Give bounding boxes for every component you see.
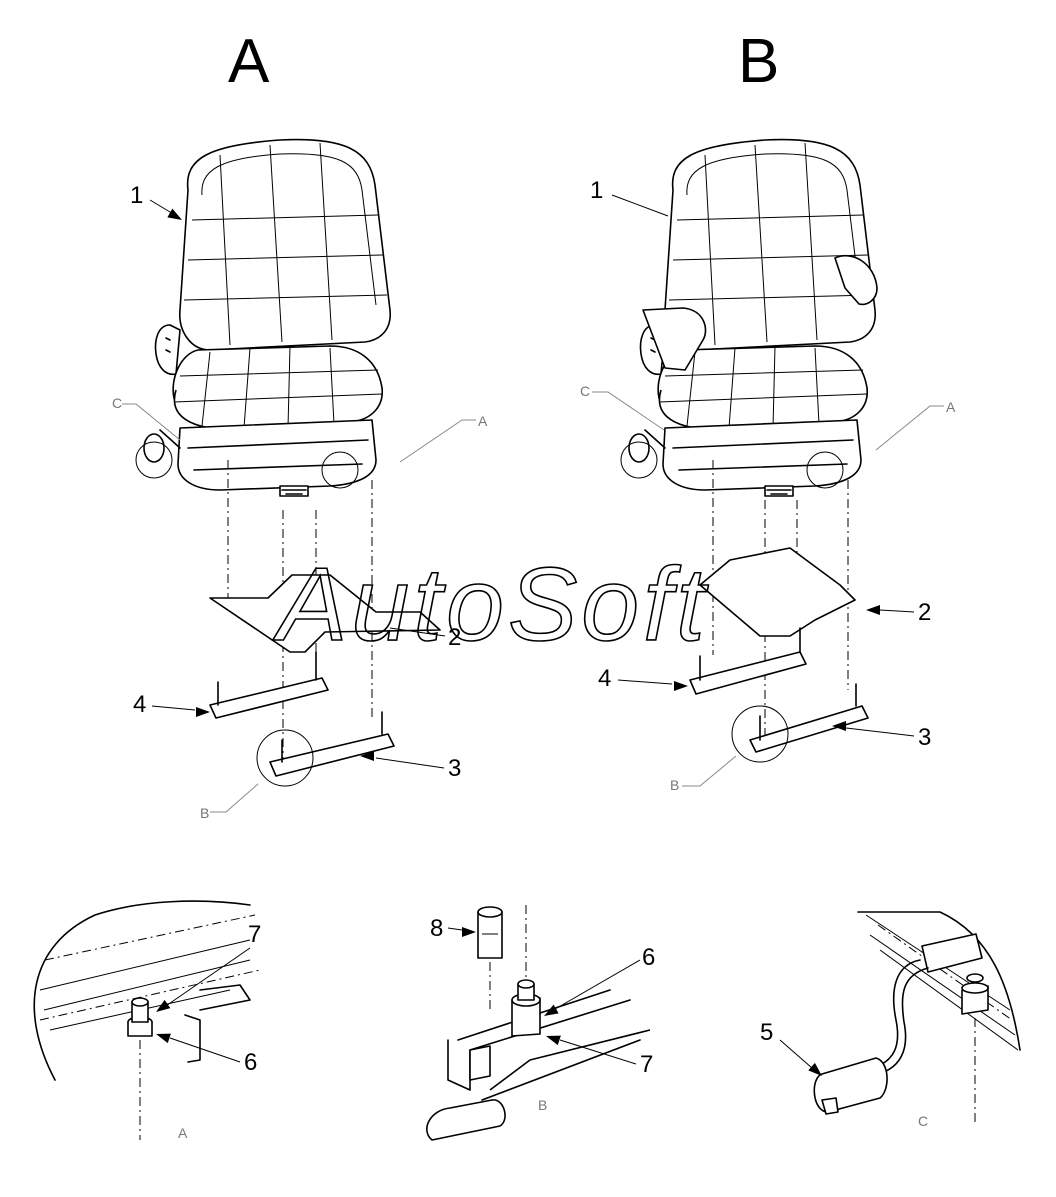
detail-ref-a-a: A bbox=[478, 413, 488, 429]
detail-label-a: A bbox=[178, 1125, 188, 1141]
detail-ref-c-b: C bbox=[580, 383, 590, 399]
watermark: AutoSoft bbox=[272, 547, 709, 663]
callout-nut-detail-a: 7 bbox=[248, 921, 261, 948]
seat-view-b bbox=[620, 138, 878, 497]
rail-right-a bbox=[256, 711, 395, 787]
callout-rail-left-a: 4 bbox=[133, 691, 146, 718]
callout-seat-b: 1 bbox=[590, 177, 603, 204]
view-b-title: B bbox=[738, 27, 779, 96]
mounting-plate-a bbox=[209, 574, 441, 653]
rail-left-a bbox=[209, 651, 329, 719]
callout-rail-right-b: 3 bbox=[918, 724, 931, 751]
callout-plate-a: 2 bbox=[448, 624, 461, 651]
detail-b bbox=[426, 905, 651, 1141]
rail-right-b bbox=[731, 683, 869, 763]
detail-label-b: B bbox=[538, 1097, 547, 1113]
callout-plate-b: 2 bbox=[918, 599, 931, 626]
detail-ref-c-a: C bbox=[112, 395, 122, 411]
callout-washer-detail-b: 6 bbox=[642, 944, 655, 971]
callout-seat-a: 1 bbox=[130, 182, 143, 209]
detail-c bbox=[813, 911, 1021, 1125]
detail-label-c: C bbox=[918, 1113, 928, 1129]
seat-view-a bbox=[135, 138, 392, 497]
callout-washer-detail-a: 6 bbox=[244, 1049, 257, 1076]
mounting-plate-b bbox=[699, 547, 856, 637]
callout-rail-right-a: 3 bbox=[448, 755, 461, 782]
callout-cable-detail-c: 5 bbox=[760, 1019, 773, 1046]
detail-ref-a-b: A bbox=[946, 399, 956, 415]
view-a-title: A bbox=[228, 27, 270, 96]
callout-nut-detail-b: 7 bbox=[640, 1051, 653, 1078]
detail-ref-b-a: B bbox=[200, 805, 209, 821]
detail-ref-b-b: B bbox=[670, 777, 679, 793]
callout-bolt-detail-b: 8 bbox=[430, 915, 443, 942]
detail-a bbox=[33, 900, 261, 1140]
rail-left-b bbox=[689, 627, 807, 695]
callout-rail-left-b: 4 bbox=[598, 665, 611, 692]
